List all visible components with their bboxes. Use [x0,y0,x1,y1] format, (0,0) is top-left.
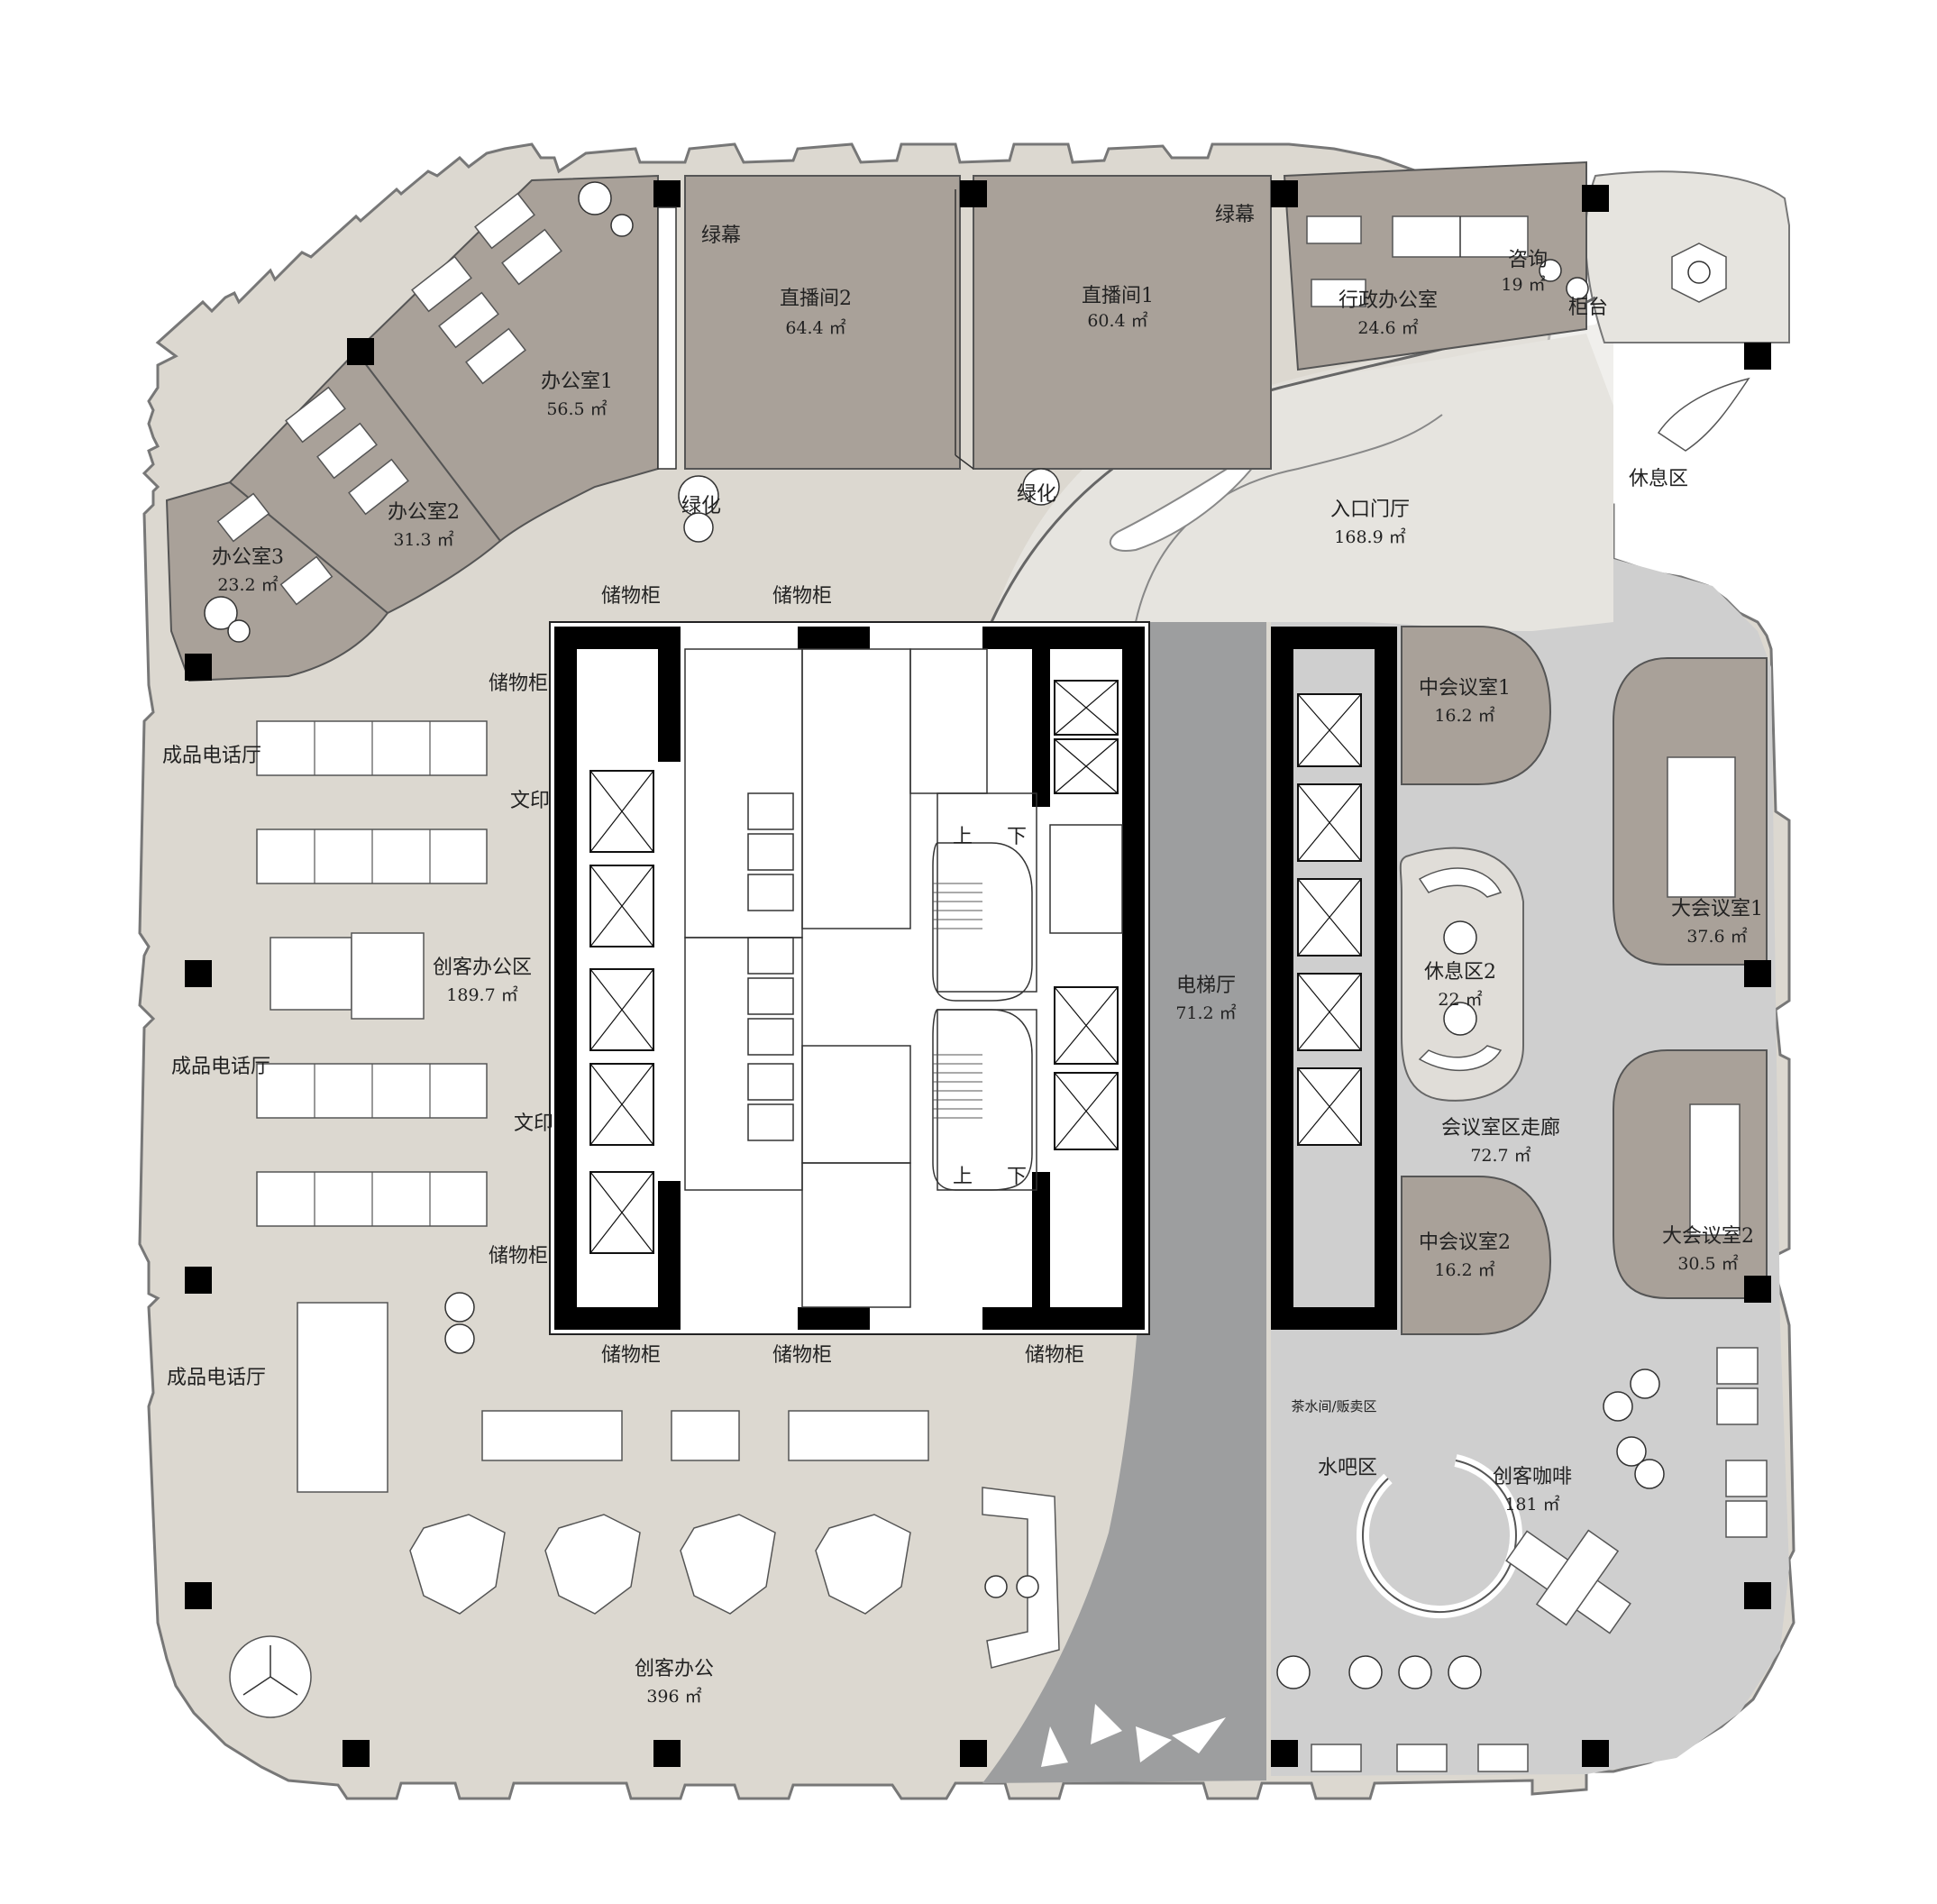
maker-office-area-desks [256,720,488,1493]
area-big-meeting-2: 30.5 ㎡ [1677,1253,1738,1274]
label-office-2: 办公室2 [388,501,460,524]
elevators-left [589,770,654,1254]
label-storage-bottom-3: 储物柜 [1025,1344,1084,1367]
area-admin-office: 24.6 ㎡ [1357,317,1418,338]
round-table-sw [229,1635,312,1718]
lobby-floor-triangles [1041,1704,1226,1767]
area-meeting-corridor: 72.7 ㎡ [1470,1145,1530,1166]
area-mid-meeting-1: 16.2 ㎡ [1434,705,1494,726]
label-stair-up-2: 上 [953,1166,973,1188]
label-office-3: 办公室3 [212,546,284,569]
cafe-seating [1276,1347,1768,1772]
label-lounge: 休息区 [1629,468,1688,490]
office-desks [204,181,634,643]
label-storage-bottom-1: 储物柜 [601,1344,661,1367]
label-pantry: 茶水间/贩卖区 [1291,1398,1376,1414]
lobby-lounge-seating [1657,243,1750,452]
area-live-room-1: 60.4 ㎡ [1087,310,1147,331]
label-phone-booth-2: 成品电话厅 [171,1056,270,1078]
label-storage-left-2: 储物柜 [489,1245,548,1268]
core-walls [554,627,1397,1330]
label-stair-down-2: 下 [1007,1166,1027,1188]
label-big-meeting-1: 大会议室1 [1671,898,1763,920]
label-live-room-1: 直播间1 [1082,285,1154,307]
label-green-screen-1: 绿幕 [701,224,741,247]
area-mid-meeting-2: 16.2 ㎡ [1434,1259,1494,1280]
label-maker-office-area: 创客办公区 [433,957,532,979]
mid-meeting-1-room [1401,626,1552,785]
label-mid-meeting-2: 中会议室2 [1419,1231,1511,1254]
label-water-bar: 水吧区 [1318,1457,1377,1479]
label-maker-office: 创客办公 [635,1658,714,1680]
area-consult: 19 ㎡ [1501,274,1545,295]
area-maker-cafe: 181 ㎡ [1504,1494,1559,1515]
live-room-1-room [973,175,1272,470]
live-room-2-room [684,175,961,470]
lounge-sofa [982,1487,1060,1669]
admin-office-desks [1306,215,1589,307]
area-big-meeting-1: 37.6 ㎡ [1686,926,1747,947]
label-big-meeting-2: 大会议室2 [1662,1225,1754,1248]
area-maker-office: 396 ㎡ [646,1686,701,1707]
core-service-rooms [684,648,1123,1308]
area-office-2: 31.3 ㎡ [393,529,453,550]
label-print-2: 文印 [514,1112,553,1135]
label-admin-office: 行政办公室 [1339,289,1438,312]
admin-office-room [1283,160,1587,371]
rest-area-2-seating [1418,867,1503,1071]
label-stair-down-1: 下 [1007,826,1027,848]
label-entrance-hall: 入口门厅 [1330,499,1410,521]
elevators-middle [1054,680,1119,1150]
label-storage-left-1: 储物柜 [489,673,548,695]
label-storage-top-2: 储物柜 [772,585,832,608]
area-maker-office-area: 189.7 ㎡ [446,984,517,1005]
label-stair-up-1: 上 [953,826,973,848]
area-office-3: 23.2 ㎡ [217,574,278,595]
label-storage-bottom-2: 储物柜 [772,1344,832,1367]
label-mid-meeting-1: 中会议室1 [1419,677,1511,700]
label-green-screen-2: 绿幕 [1215,204,1255,226]
label-live-room-2: 直播间2 [780,288,852,310]
label-meeting-corridor: 会议室区走廊 [1441,1117,1560,1140]
workstation-pods [409,1410,929,1615]
rest-area-2-room [1399,847,1524,1102]
area-entrance-hall: 168.9 ㎡ [1334,526,1405,547]
area-rest-area-2: 22 ㎡ [1438,989,1482,1010]
label-phone-booth-1: 成品电话厅 [162,745,261,767]
cafe-table-h [1505,1529,1631,1634]
label-office-1: 办公室1 [541,371,613,393]
label-greenery-2: 绿化 [1017,483,1056,506]
elevators-right [1297,693,1362,1146]
meeting-tables [1667,756,1741,1236]
lobby-curve-wall-2 [1135,414,1443,623]
elevator-hall-floor [982,622,1266,1783]
label-storage-top-1: 储物柜 [601,585,661,608]
label-consult: 咨询 [1508,249,1548,271]
label-greenery-1: 绿化 [681,495,721,517]
area-office-1: 56.5 ㎡ [546,398,607,419]
label-reception: 柜台 [1568,297,1608,319]
label-phone-booth-3: 成品电话厅 [167,1367,266,1389]
area-elevator-hall: 71.2 ㎡ [1175,1002,1236,1023]
area-live-room-2: 64.4 ㎡ [785,317,845,338]
label-elevator-hall: 电梯厅 [1176,975,1236,997]
mid-meeting-2-room [1401,1176,1552,1335]
columns [185,180,1771,1767]
greenery-planters [678,468,1060,543]
label-maker-cafe: 创客咖啡 [1493,1466,1572,1488]
water-bar-ring [1357,1454,1522,1619]
stairs [932,842,1033,1191]
live-room-partitions [657,189,974,470]
label-rest-area-2: 休息区2 [1424,961,1496,984]
office-3-room [165,481,389,682]
label-print-1: 文印 [510,790,550,812]
room-labels: 绿幕 绿幕 直播间2 64.4 ㎡ 直播间1 60.4 ㎡ 办公室1 56.5 … [162,204,1763,1707]
